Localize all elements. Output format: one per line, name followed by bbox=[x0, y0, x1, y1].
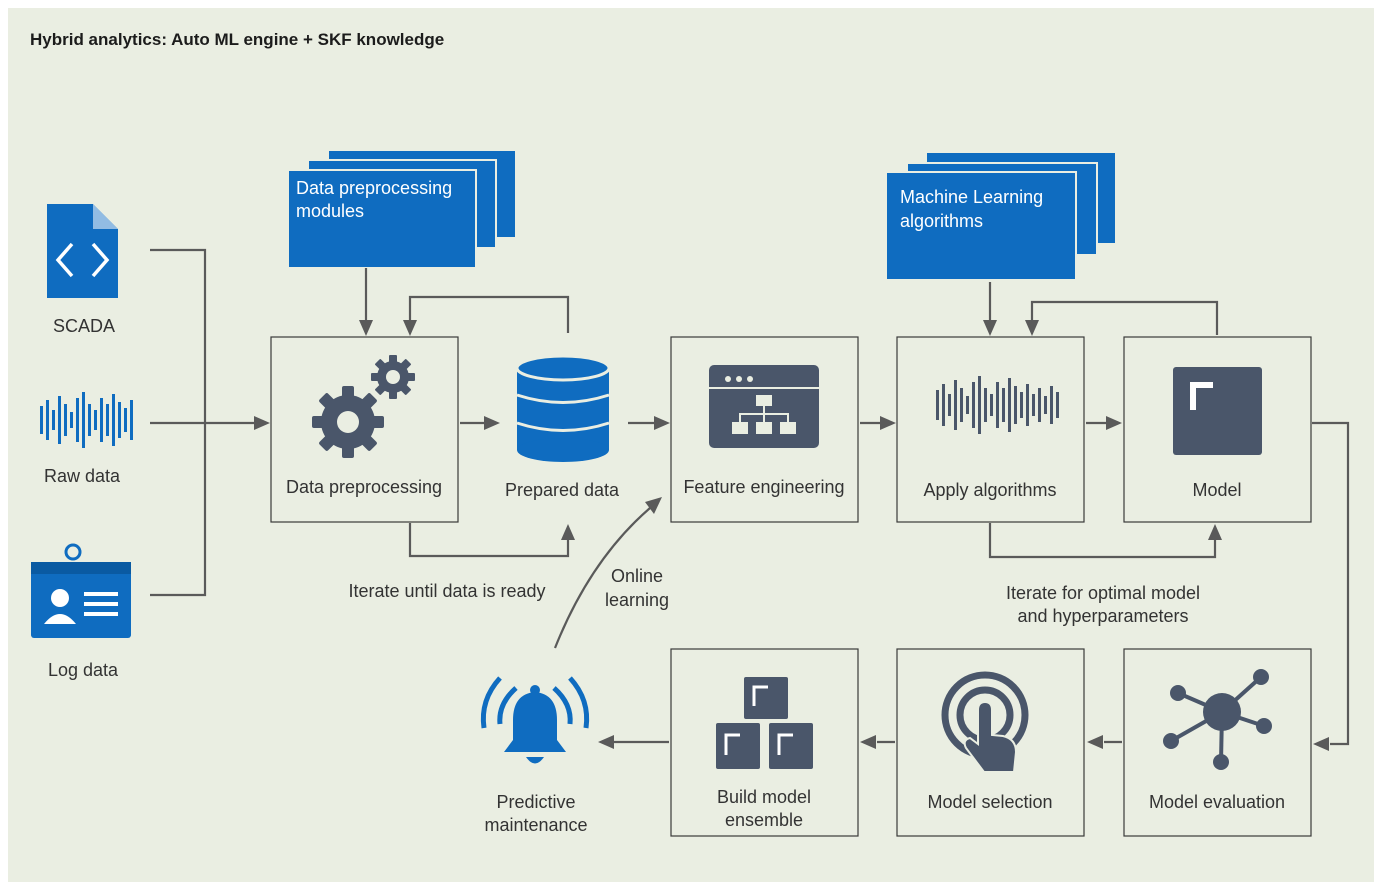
gears-icon bbox=[312, 355, 415, 458]
source-label-scada: SCADA bbox=[53, 316, 115, 336]
network-icon bbox=[1163, 669, 1272, 770]
step-label-predictive-1: Predictive bbox=[496, 792, 575, 812]
top-row-connectors bbox=[359, 268, 1350, 751]
touch-icon bbox=[941, 671, 1029, 773]
waveform-icon bbox=[40, 392, 133, 448]
stack-label-preprocessing-2: modules bbox=[296, 201, 364, 221]
step-label-ensemble-2: ensemble bbox=[725, 810, 803, 830]
step-label-ensemble-1: Build model bbox=[717, 787, 811, 807]
apply-algorithms-box bbox=[896, 336, 1085, 523]
note-online-learning-2: learning bbox=[605, 590, 669, 610]
code-file-icon bbox=[47, 204, 118, 298]
note-online-learning-1: Online bbox=[611, 566, 663, 586]
model-evaluation-box bbox=[1123, 648, 1312, 837]
stacked-blocks-icon bbox=[716, 677, 813, 769]
stack-label-ml-2: algorithms bbox=[900, 211, 983, 231]
note-iterate-model-2: and hyperparameters bbox=[1017, 606, 1188, 626]
hierarchy-window-icon bbox=[709, 365, 819, 448]
id-badge-icon bbox=[31, 543, 131, 638]
note-iterate-model-1: Iterate for optimal model bbox=[1006, 583, 1200, 603]
diagram-title: Hybrid analytics: Auto ML engine + SKF k… bbox=[30, 30, 445, 49]
step-label-prepared-data: Prepared data bbox=[505, 480, 620, 500]
source-label-raw: Raw data bbox=[44, 466, 121, 486]
stack-label-preprocessing-1: Data preprocessing bbox=[296, 178, 452, 198]
step-label-model: Model bbox=[1192, 480, 1241, 500]
step-label-apply-algorithms: Apply algorithms bbox=[923, 480, 1056, 500]
step-label-model-evaluation: Model evaluation bbox=[1149, 792, 1285, 812]
waveform-icon bbox=[936, 376, 1059, 434]
bottom-row-connectors bbox=[553, 497, 1122, 749]
source-label-log: Log data bbox=[48, 660, 119, 680]
database-icon bbox=[515, 354, 611, 462]
step-label-predictive-2: maintenance bbox=[484, 815, 587, 835]
model-block-icon bbox=[1173, 367, 1262, 455]
ml-algorithms-stack bbox=[885, 151, 1117, 281]
note-iterate-data: Iterate until data is ready bbox=[348, 581, 545, 601]
step-label-data-preprocessing: Data preprocessing bbox=[286, 477, 442, 497]
step-label-feature-engineering: Feature engineering bbox=[683, 477, 844, 497]
source-connectors bbox=[150, 248, 270, 597]
preprocessing-modules-stack bbox=[287, 149, 517, 269]
bell-alert-icon bbox=[480, 676, 590, 764]
stack-label-ml-1: Machine Learning bbox=[900, 187, 1043, 207]
step-label-model-selection: Model selection bbox=[927, 792, 1052, 812]
